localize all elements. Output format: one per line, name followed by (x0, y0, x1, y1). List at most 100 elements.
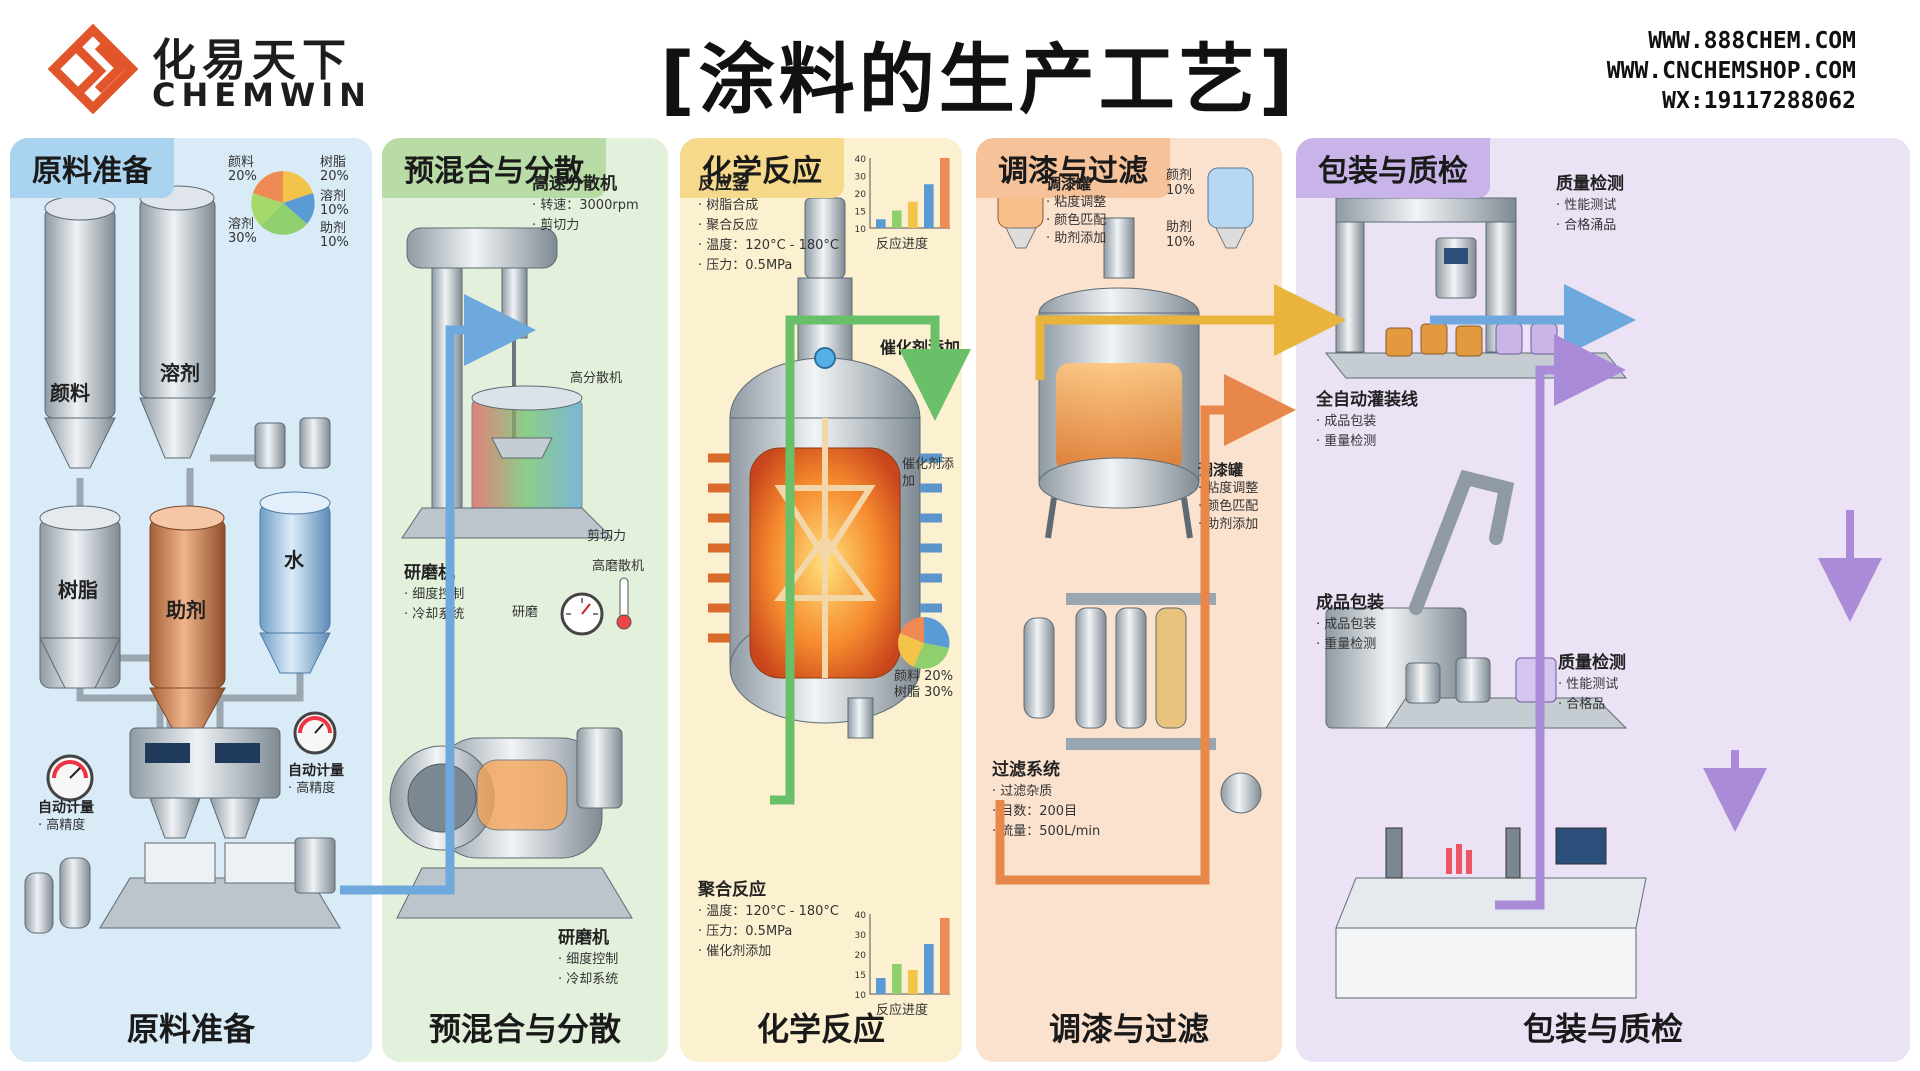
chart-bar (924, 184, 934, 228)
filter-label: 过滤系统 · 过滤杂质 · 目数：200目 · 流量：500L/min (992, 760, 1101, 839)
raw-material-scene (24, 171, 341, 934)
qc-bottom-label: 质量检测 · 性能测试 · 合格品 (1558, 653, 1626, 712)
chart-axis (869, 914, 950, 995)
brand-name-cn: 化易天下 (152, 35, 352, 86)
tank-solvent (139, 185, 216, 459)
chart-bar (940, 158, 950, 228)
fineness-label: 研磨 (512, 605, 539, 620)
stage-packaging-panel: 包装与质检 质量检测 · 性能测试 · 合格涌品 全自动灌装线 · 成品包装 ·… (1296, 138, 1910, 1062)
chart-tick: 20 (855, 190, 867, 200)
poly-label: 聚合反应 · 温度：120°C - 180°C · 压力：0.5MPa · 催化… (698, 880, 840, 959)
chart-tick: 15 (855, 208, 866, 218)
gauge-left-icon (46, 754, 94, 802)
qc-lab (1335, 827, 1647, 999)
chart-bar (892, 210, 902, 228)
raw-material-pie (251, 171, 315, 235)
stage-packaging-caption: 包装与质检 (1522, 1010, 1683, 1048)
metering-right-label: 自动计量· 高精度 (288, 763, 344, 796)
bead-mill (389, 727, 633, 919)
shear-label: 剪切力 (587, 529, 627, 544)
tinting-tank-side-label: 调漆罐 · 粘度调整 · 颜色匹配 · 助剂添加 (1198, 461, 1259, 533)
packaging-scene (1324, 197, 1647, 999)
tinting-tank-top-label: 调漆罐 · 粘度调整 · 颜色匹配 · 助剂添加 (1046, 175, 1107, 247)
chart-tick: 10 (855, 991, 867, 1001)
tank-solvent-label: 溶剂 (160, 361, 200, 385)
catalyst-side-label: 催化剂添加 (902, 457, 955, 489)
brand-name-en: CHEMWIN (152, 76, 372, 114)
stage-raw-material-caption: 原料准备 (126, 1010, 255, 1048)
high-disperser-label: 高分散机 (570, 371, 623, 386)
tinting-tank (1038, 217, 1200, 539)
stage-raw-material-tag: 原料准备 (10, 138, 174, 198)
contact-website-1[interactable]: WWW.888CHEM.COM (1648, 28, 1856, 54)
chart-bar (876, 978, 886, 994)
chemwin-logo-icon (48, 24, 138, 114)
high-mill-label: 高磨散机 (592, 559, 645, 574)
tank-water-label: 水 (284, 548, 304, 572)
chart-tick: 30 (855, 173, 867, 183)
stage-premix-tag: 预混合与分散 (382, 138, 606, 198)
disperser-label: 高速分散机 · 转速：3000rpm · 剪切力 (532, 174, 639, 233)
reaction-pie (898, 617, 950, 669)
gauge-right-icon (293, 711, 337, 755)
mill-label: 研磨机 · 细度控制 · 冷却系统 (404, 563, 465, 622)
chart-tick: 30 (855, 931, 867, 941)
tank-additive (149, 505, 226, 734)
qc-machine (1324, 197, 1628, 379)
stage-reaction-tag: 化学反应 (680, 138, 844, 198)
tinting-scene (997, 167, 1262, 814)
aux-bottle (1207, 167, 1254, 249)
stage-premix-panel: 预混合与分散 高速分散机 · 转速：3000rpm · 剪切力 高分散机 剪切力… (382, 138, 668, 1062)
pie2-label-a: 颜料 20% (894, 669, 954, 684)
chart-tick: 40 (855, 911, 867, 921)
chart-bar (876, 219, 886, 228)
metering-station (99, 727, 341, 929)
metering-left-label: 自动计量· 高精度 (38, 800, 94, 833)
chart-tick: 15 (855, 971, 866, 981)
tank-resin (39, 505, 121, 689)
page-title: [涂料的生产工艺] (660, 35, 1298, 124)
reactor-label: 反应釜 · 树脂合成 · 聚合反应 · 温度：120°C - 180°C · 压… (698, 174, 840, 273)
contact-website-2[interactable]: WWW.CNCHEMSHOP.COM (1606, 58, 1856, 84)
tank-additive-label: 助剂 (166, 598, 206, 622)
tank-pigment (44, 195, 116, 469)
chart-tick: 40 (855, 155, 867, 165)
contact-block: WWW.888CHEM.COM WWW.CNCHEMSHOP.COM WX:19… (1607, 26, 1856, 116)
chart-bar (892, 964, 902, 994)
chart-tick: 20 (855, 951, 867, 961)
header: 化易天下 CHEMWIN [涂料的生产工艺] WWW.888CHEM.COM W… (0, 0, 1920, 130)
stage-reaction-caption: 化学反应 (756, 1010, 885, 1048)
chart-bar (924, 944, 934, 994)
pie2-label-b: 树脂 30% (894, 685, 954, 700)
chart-tick: 10 (855, 225, 867, 235)
poly-progress-chart: 40 30 20 15 10 (855, 911, 950, 1001)
fineness-dial-icon (560, 592, 604, 636)
packing-label: 成品包装 · 成品包装 · 重量检测 (1316, 593, 1384, 652)
catalyst-label: 催化剂添加 (880, 338, 961, 357)
tank-resin-label: 树脂 (58, 578, 98, 602)
filling-line-label: 全自动灌装线 · 成品包装 · 重量检测 (1316, 390, 1418, 449)
qc-top-label: 质量检测 · 性能测试 · 合格涌品 (1556, 174, 1624, 233)
mill-bottom-label: 研磨机 · 细度控制 · 冷却系统 (558, 928, 619, 987)
thermometer-icon (616, 577, 632, 630)
stage-tinting-tag: 调漆与过滤 (976, 138, 1170, 198)
tank-pigment-label: 颜料 (50, 381, 90, 405)
chart-bar (940, 918, 950, 994)
chart-bar (908, 970, 918, 994)
stage-packaging-tag: 包装与质检 (1296, 138, 1490, 198)
chart2-title: 反应进度 (876, 1003, 929, 1018)
contact-wechat: WX:19117288062 (1662, 88, 1856, 114)
stage-reaction-panel: 40 30 20 15 10 40 30 20 15 10 化学反应 反应釜 · 树脂合成 · … (680, 138, 962, 1062)
stage-premix-caption: 预混合与分散 (428, 1010, 621, 1048)
chart-bar (908, 201, 918, 228)
reaction-progress-chart: 40 30 20 15 10 (855, 155, 950, 235)
